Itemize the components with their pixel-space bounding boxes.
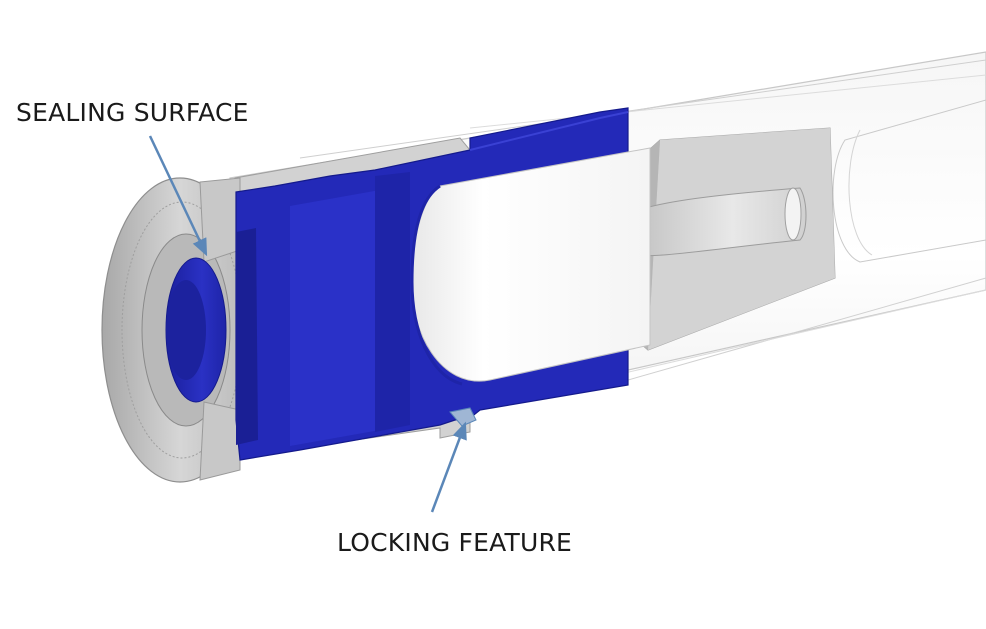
locking-feature-arrow: [430, 421, 467, 513]
locking-feature-label: LOCKING FEATURE: [337, 528, 573, 557]
inner-bore: [410, 147, 651, 386]
sealing-surface-label: SEALING SURFACE: [16, 98, 249, 127]
locking-barb: [449, 407, 477, 427]
callout-arrows: [148, 135, 467, 513]
sealing-surface-arrow: [148, 135, 208, 257]
